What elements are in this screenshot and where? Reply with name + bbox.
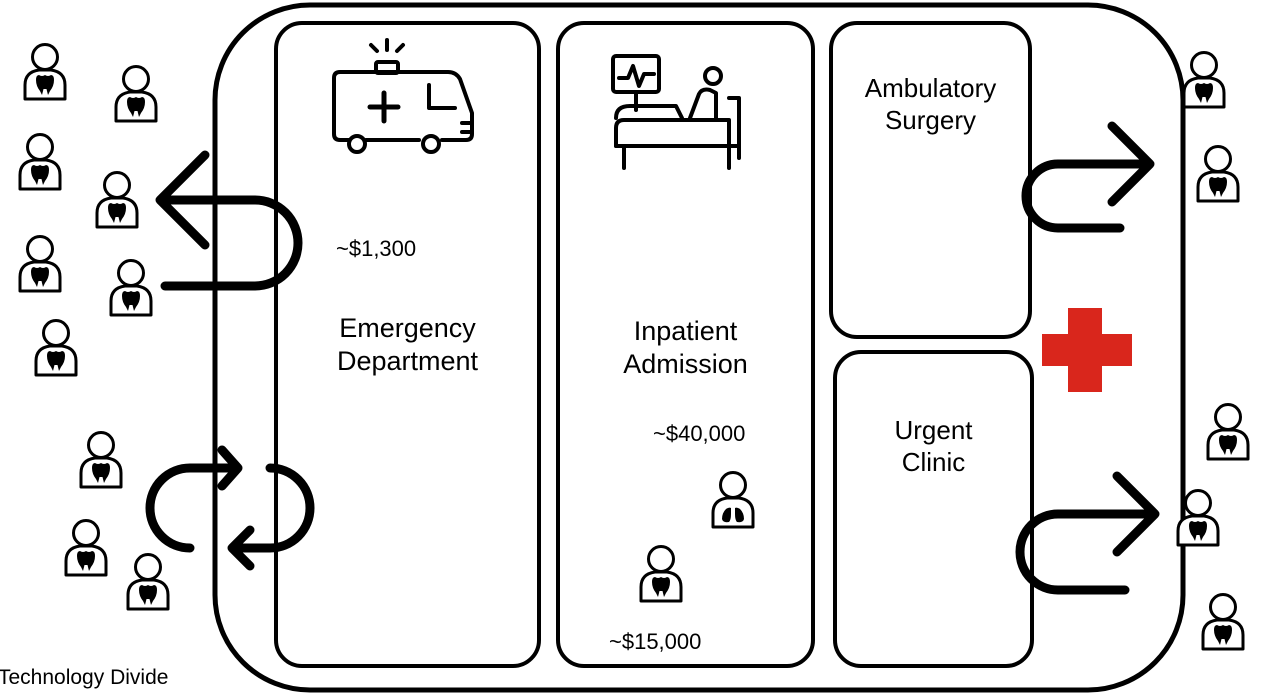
urgent-u-turn-arrow-icon xyxy=(1015,471,1160,595)
inpatient-cost-high: ~$40,000 xyxy=(653,421,746,446)
emergency-department-label: Emergency Department xyxy=(296,312,519,378)
patient-tooth-icon xyxy=(34,319,78,377)
emergency-label-line2: Department xyxy=(336,346,479,376)
patient-lungs-icon xyxy=(711,471,755,529)
emergency-label-line1: Emergency xyxy=(339,313,476,343)
revolving-loop-arrow-icon xyxy=(145,445,315,571)
ambulance-icon xyxy=(332,38,474,154)
patient-tooth-icon xyxy=(18,133,62,191)
ambulatory-label-line2: Surgery xyxy=(884,105,977,135)
emergency-cost: ~$1,300 xyxy=(336,236,417,261)
ambulatory-u-turn-arrow-icon xyxy=(1021,121,1155,233)
patient-tooth-icon xyxy=(79,431,123,489)
patient-tooth-icon xyxy=(1182,51,1226,109)
inpatient-admission-box xyxy=(556,21,815,668)
ambulatory-surgery-label: Ambulatory Surgery xyxy=(841,72,1020,136)
urgent-label-line1: Urgent xyxy=(894,415,973,445)
inpatient-label-line2: Admission xyxy=(623,349,748,379)
patient-tooth-icon xyxy=(1201,593,1245,651)
patient-tooth-icon xyxy=(95,171,139,229)
patient-tooth-icon xyxy=(23,43,67,101)
patient-tooth-icon xyxy=(64,519,108,577)
ed-return-u-turn-arrow-icon xyxy=(155,150,303,291)
hospital-bed-monitor-icon xyxy=(611,54,741,170)
ambulatory-surgery-box xyxy=(829,21,1032,339)
patient-tooth-icon xyxy=(639,545,683,603)
patient-tooth-icon xyxy=(18,235,62,293)
emergency-department-box xyxy=(274,21,541,668)
technology-divide-caption: Technology Divide xyxy=(0,666,169,689)
patient-tooth-icon xyxy=(109,259,153,317)
patient-tooth-icon xyxy=(1196,145,1240,203)
inpatient-admission-label: Inpatient Admission xyxy=(573,315,798,381)
urgent-clinic-label: Urgent Clinic xyxy=(845,414,1022,478)
urgent-label-line2: Clinic xyxy=(901,447,966,477)
inpatient-label-line1: Inpatient xyxy=(633,316,738,346)
hospital-boundary xyxy=(212,2,1186,693)
ambulatory-label-line1: Ambulatory xyxy=(864,73,997,103)
inpatient-cost-low: ~$15,000 xyxy=(609,629,702,654)
patient-tooth-icon xyxy=(126,553,170,611)
patient-tooth-icon xyxy=(114,65,158,123)
urgent-clinic-box xyxy=(833,350,1034,668)
red-cross-icon xyxy=(1042,308,1132,392)
patient-tooth-icon xyxy=(1206,403,1250,461)
